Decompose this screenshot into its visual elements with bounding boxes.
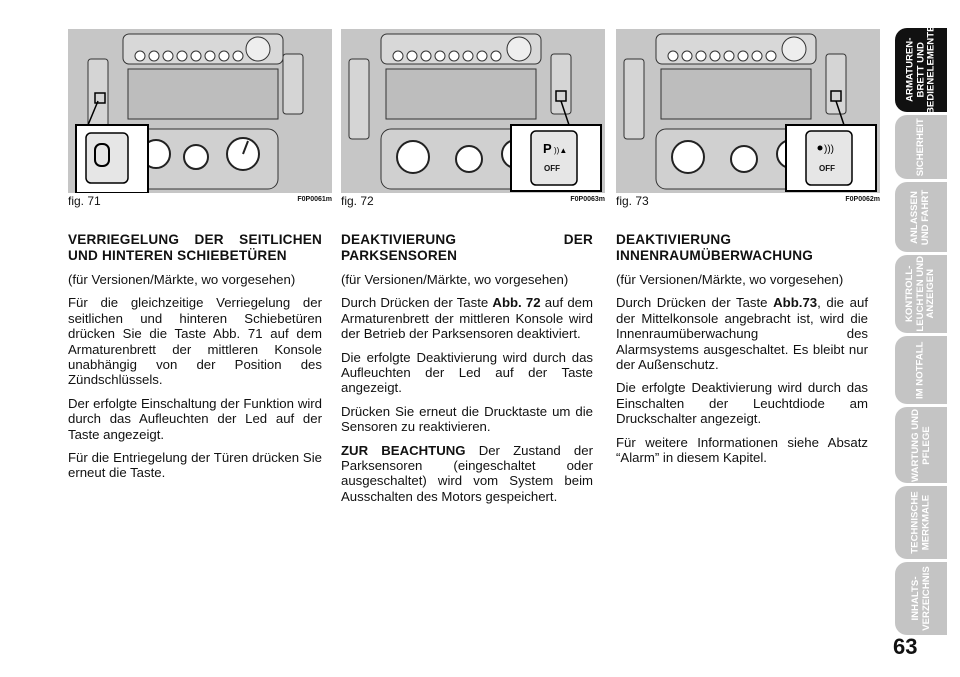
figure-73: ))) OFF: [616, 29, 880, 193]
figure-reference: Abb. 72: [492, 295, 541, 311]
paragraph: Für weitere Informationen siehe Absatz “…: [616, 434, 868, 466]
text: Durch Drücken der Taste: [616, 295, 774, 311]
figure-code: F0P0062m: [845, 196, 880, 203]
tab-label: IM NOTFALL: [914, 341, 926, 399]
figure-71-caption: fig. 71 F0P0061m: [68, 194, 332, 210]
figure-reference: Abb.73: [773, 295, 818, 311]
tab-im-notfall[interactable]: IM NOTFALL: [895, 336, 947, 404]
tab-technische-merkmale[interactable]: TECHNISCHE MERKMALE: [895, 486, 947, 559]
dashboard-console-illustration: P ))▲: [341, 29, 605, 193]
figure-label: fig. 73: [616, 194, 649, 208]
paragraph: Für die Entriegelung der Türen drücken S…: [68, 450, 322, 481]
figure-71: [68, 29, 332, 193]
section-parking-sensors: DEAKTIVIERUNG DER PARKSENSOREN (für Vers…: [341, 232, 593, 512]
tab-wartung[interactable]: WARTUNG UND PFLEGE: [895, 407, 947, 483]
tab-inhaltsverzeichnis[interactable]: INHALTS- VERZEICHNIS: [895, 562, 947, 635]
tab-label: SICHERHEIT: [914, 117, 926, 177]
tab-anlassen[interactable]: ANLASSEN UND FAHRT: [895, 182, 947, 252]
svg-text:))▲: ))▲: [554, 146, 567, 155]
figure-label: fig. 71: [68, 194, 101, 208]
section-subheading: (für Versionen/Märkte, wo vorgesehen): [341, 272, 569, 287]
tab-label: ARMATUREN- BRETT UND BEDIENELEMENTE: [904, 28, 937, 112]
tab-label: WARTUNG UND PFLEGE: [909, 408, 932, 482]
dashboard-console-illustration: [68, 29, 332, 193]
section-subheading: (für Versionen/Märkte, wo vorgesehen): [616, 272, 844, 287]
note-paragraph: ZUR BEACHTUNG Der Zustand der Parksensor…: [341, 443, 593, 505]
section-heading: DEAKTIVIERUNG DER PARKSENSOREN: [341, 232, 593, 263]
off-label: OFF: [819, 164, 835, 173]
note-heading: ZUR BEACHTUNG: [341, 442, 466, 458]
text: auf dem Armaturenbrett der mittleren Kon…: [341, 295, 593, 342]
off-label: OFF: [544, 164, 560, 173]
text: , die auf der Mittelkonsole angebracht i…: [616, 295, 868, 373]
paragraph: Der erfolgte Einschaltung der Funktion w…: [68, 395, 322, 442]
svg-text:P: P: [543, 141, 552, 156]
tab-kontrollleuchten[interactable]: KONTROLL- LEUCHTEN UND ANZEIGEN: [895, 255, 947, 333]
dashboard-console-illustration: ))): [616, 29, 880, 193]
section-heading: DEAKTIVIERUNG INNENRAUMÜBERWACHUNG: [616, 232, 814, 263]
figure-72-caption: fig. 72 F0P0063m: [341, 194, 605, 210]
note-text: Der Zustand der Parksensoren (eingeschal…: [341, 442, 593, 504]
figure-72: P ))▲ OFF: [341, 29, 605, 193]
figure-73-caption: fig. 73 F0P0062m: [616, 194, 880, 210]
section-interior-monitoring: DEAKTIVIERUNG INNENRAUMÜBERWACHUNG (für …: [616, 232, 868, 473]
paragraph: Für die gleichzeitige Verriegelung der s…: [68, 295, 322, 388]
figure-code: F0P0061m: [297, 196, 332, 203]
tab-label: INHALTS- VERZEICHNIS: [909, 566, 932, 631]
paragraph: Durch Drücken der Taste Abb. 72 auf dem …: [341, 295, 593, 341]
figure-code: F0P0063m: [570, 196, 605, 203]
section-subheading: (für Versionen/Märkte, wo vorgesehen): [68, 272, 296, 287]
tab-label: KONTROLL- LEUCHTEN UND ANZEIGEN: [904, 256, 937, 332]
svg-text:))): ))): [824, 144, 834, 155]
paragraph: Durch Drücken der Taste Abb.73, die auf …: [616, 295, 868, 372]
tab-label: ANLASSEN UND FAHRT: [909, 189, 932, 245]
tab-label: TECHNISCHE MERKMALE: [909, 491, 932, 554]
page-number: 63: [893, 634, 918, 659]
section-heading: VERRIEGELUNG DER SEITLICHEN UND HINTEREN…: [68, 232, 322, 263]
figure-label: fig. 72: [341, 194, 374, 208]
paragraph: Drücken Sie erneut die Drucktaste um die…: [341, 403, 593, 435]
paragraph: Die erfolgte Deaktivierung wird durch da…: [341, 349, 593, 396]
tab-sicherheit[interactable]: SICHERHEIT: [895, 115, 947, 179]
tab-armaturenbrett[interactable]: ARMATUREN- BRETT UND BEDIENELEMENTE: [895, 28, 947, 112]
paragraph: Die erfolgte Deaktivierung wird durch da…: [616, 380, 868, 427]
section-door-locking: VERRIEGELUNG DER SEITLICHEN UND HINTEREN…: [68, 232, 322, 489]
text: Durch Drücken der Taste: [341, 295, 493, 311]
